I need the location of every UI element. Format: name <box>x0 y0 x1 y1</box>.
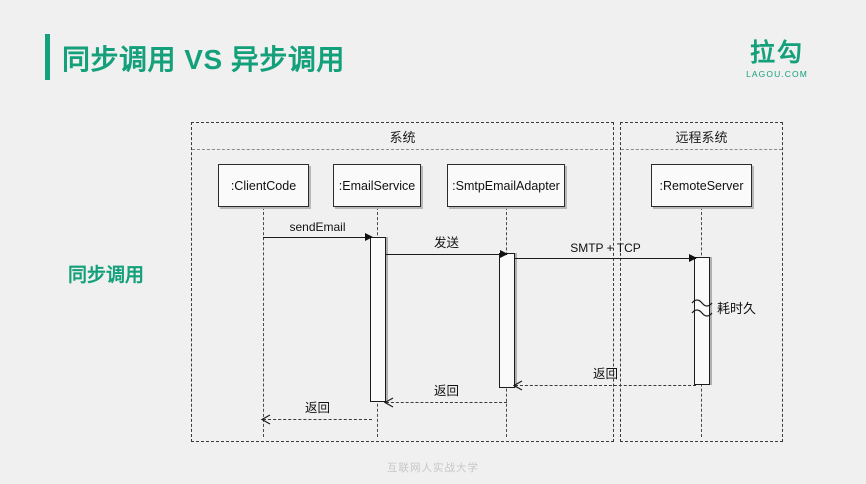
arrowhead-right-icon <box>500 250 508 258</box>
group-system-header: 系统 <box>192 123 613 150</box>
return-smtp-label: 返回 <box>433 384 459 398</box>
page-title: 同步调用 VS 异步调用 <box>62 44 345 75</box>
activation-emailservice <box>370 237 386 402</box>
return-remoteserver-to-smtpadapter: 返回 <box>513 367 696 391</box>
arrowhead-right-icon <box>365 233 373 241</box>
message-sendemail: sendEmail <box>263 220 373 241</box>
message-send: 发送 <box>386 236 508 258</box>
title-accent-bar <box>45 34 50 80</box>
return-remote-label: 返回 <box>592 367 618 381</box>
section-caption: 同步调用 <box>68 265 145 286</box>
message-send-line <box>386 254 507 255</box>
group-remote-header: 远程系统 <box>621 123 782 150</box>
participant-clientcode[interactable]: :ClientCode <box>218 164 309 207</box>
message-smtp-tcp-label: SMTP + TCP <box>570 241 641 255</box>
group-remote-label: 远程系统 <box>675 129 728 145</box>
brand-logo: 拉勾 LAGOU.COM <box>732 39 822 80</box>
participant-smtpemailadapter[interactable]: :SmtpEmailAdapter <box>447 164 565 207</box>
group-system: 系统 <box>191 122 614 442</box>
logo-domain-text: LAGOU.COM <box>746 69 808 80</box>
activation-remoteserver <box>694 257 710 385</box>
return-smtpadapter-to-emailservice: 返回 <box>384 384 507 408</box>
participant-clientcode-label: :ClientCode <box>230 178 297 193</box>
return-emailservice-to-clientcode: 返回 <box>261 401 372 425</box>
arrowhead-right-icon <box>689 254 697 262</box>
participant-remoteserver-label: :RemoteServer <box>659 178 744 193</box>
message-smtp-tcp: SMTP + TCP <box>515 241 697 262</box>
return-email-label: 返回 <box>304 401 330 415</box>
lifeline-clientcode <box>263 207 264 437</box>
group-system-label: 系统 <box>389 129 416 145</box>
message-sendemail-label: sendEmail <box>289 220 346 234</box>
message-send-label: 发送 <box>433 236 459 250</box>
sequence-diagram: 系统 远程系统 :ClientCode :EmailService :SmtpE… <box>185 118 790 448</box>
message-sendemail-line <box>263 237 372 238</box>
message-smtp-tcp-line <box>515 258 696 259</box>
annotation-time-cost: 耗时久 <box>717 301 757 316</box>
return-remote-line <box>515 385 696 386</box>
footer-text: 互联网人实战大学 <box>387 462 479 474</box>
activation-smtpemailadapter <box>499 253 515 388</box>
participant-remoteserver[interactable]: :RemoteServer <box>651 164 752 207</box>
return-smtp-line <box>386 402 507 403</box>
return-email-line <box>263 419 372 420</box>
logo-mark-text: 拉勾 <box>749 39 804 67</box>
participant-emailservice-label: :EmailService <box>338 178 416 193</box>
participant-smtpemailadapter-label: :SmtpEmailAdapter <box>452 178 560 193</box>
group-remote: 远程系统 <box>620 122 783 442</box>
participant-emailservice[interactable]: :EmailService <box>333 164 421 207</box>
